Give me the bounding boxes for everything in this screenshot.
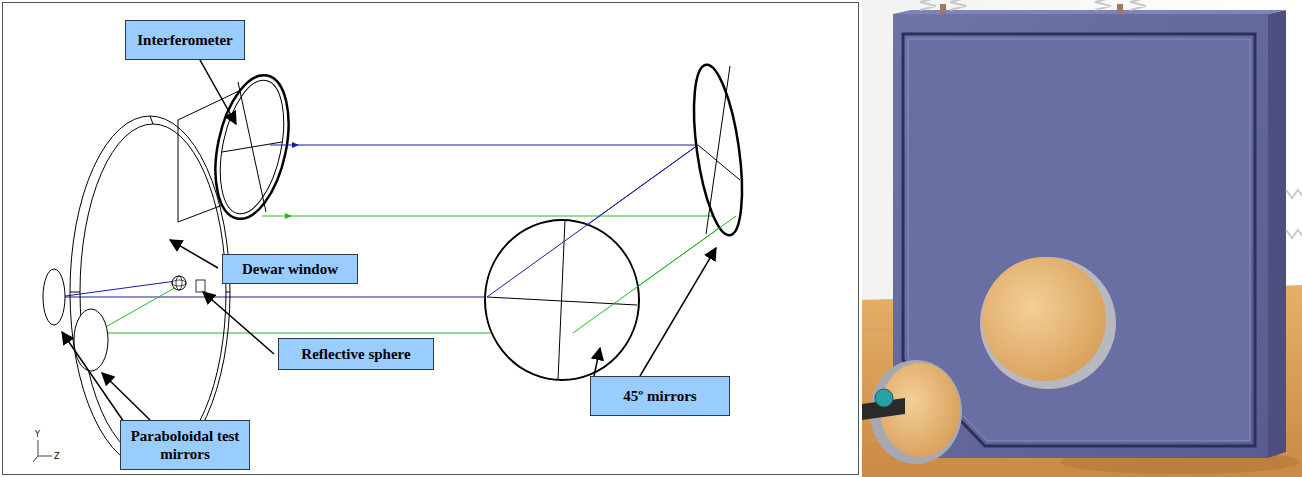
part-label: Interferometer (137, 31, 233, 49)
label-box: Reflective sphere (278, 338, 434, 370)
label-box: Interferometer (125, 20, 245, 60)
label-box: Paraboloidal test mirrors (120, 420, 250, 470)
part-label: Reflective sphere (301, 345, 410, 363)
part-label: Paraboloidal test mirrors (129, 427, 241, 463)
axis-label: Y (35, 430, 40, 439)
label-box: Dewar window (222, 254, 358, 284)
label-box: 45º mirrors (590, 376, 730, 416)
axis-label: Z (54, 452, 59, 461)
part-label: Dewar window (242, 260, 338, 278)
part-label: 45º mirrors (623, 387, 696, 405)
